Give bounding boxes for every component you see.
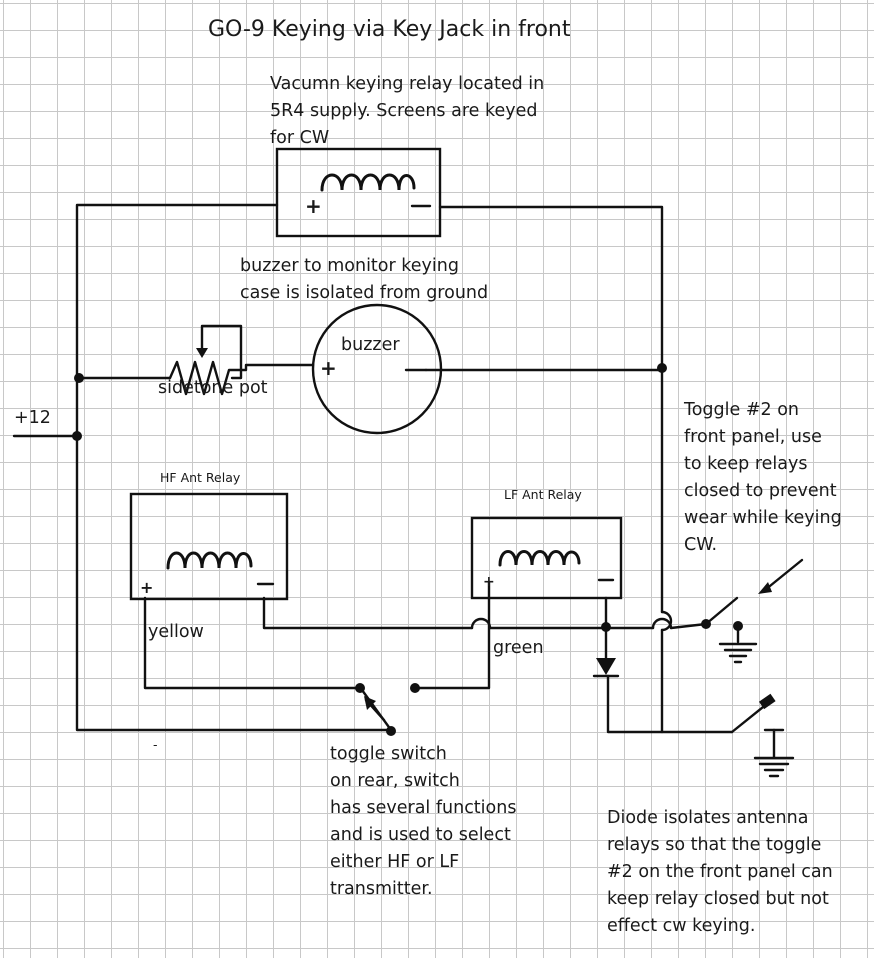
lf-relay-coil [498, 550, 581, 567]
page-title: GO-9 Keying via Key Jack in front [208, 17, 571, 42]
hf-relay-coil [166, 551, 253, 570]
rear-toggle-note: toggle switch on rear, switch has severa… [330, 744, 517, 899]
buzzer-label: buzzer [341, 335, 400, 355]
supply-label: +12 [14, 408, 51, 428]
wires [12, 203, 804, 778]
hf-relay-label: HF Ant Relay [160, 470, 241, 485]
diode-note: Diode isolates antenna relays so that th… [607, 808, 833, 936]
lf-relay-plus: + [483, 574, 495, 590]
sidetone-pot-label: sidetone pot [158, 378, 268, 398]
yellow-wire-label: yellow [148, 622, 204, 642]
vacuum-relay-box [275, 147, 442, 238]
diode-triangle [596, 658, 616, 675]
vacuum-relay-coil [320, 173, 416, 192]
junction-dots [72, 363, 743, 736]
buzzer-note: buzzer to monitor keying case is isolate… [240, 256, 489, 303]
hf-relay-plus: + [140, 578, 154, 597]
green-wire-label: green [493, 638, 544, 658]
toggle2-note: Toggle #2 on front panel, use to keep re… [684, 400, 842, 555]
stray-minus: - [153, 737, 158, 752]
vacuum-relay-note: Vacumn keying relay located in 5R4 suppl… [270, 74, 545, 148]
buzzer-plus: + [320, 356, 337, 380]
lf-relay-label: LF Ant Relay [504, 487, 582, 502]
lf-relay-box [470, 516, 623, 600]
vacuum-relay-plus: + [305, 194, 322, 218]
hf-relay-box [129, 492, 289, 601]
